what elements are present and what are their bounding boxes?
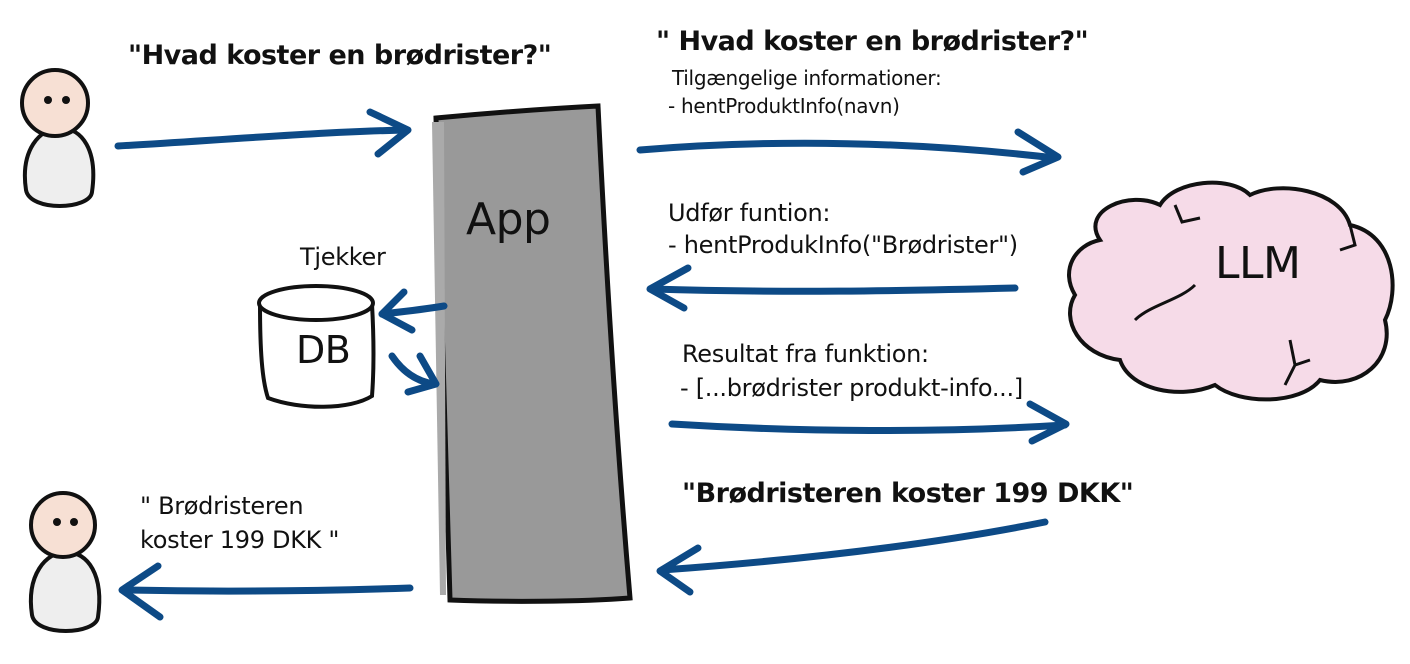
function-call-text: - hentProdukInfo("Brødrister") [668,231,1018,259]
app-pillar [432,103,633,604]
arrow-app-to-db [378,288,448,334]
app-label: App [466,194,551,245]
db-label: DB [296,328,351,372]
db-cylinder-icon [257,284,376,409]
db-check-label: Tjekker [300,243,386,271]
arrow-user-to-app [114,108,412,158]
function-result-title: Resultat fra funktion: [682,340,929,368]
llm-label: LLM [1215,238,1301,289]
user-bottom-icon [28,491,102,633]
user-top-icon [20,68,96,208]
arrow-db-to-app [388,352,440,396]
user-question-label: "Hvad koster en brødrister?" [128,40,552,71]
answer-to-user-line1: " Brødristeren [140,492,304,520]
llm-answer-label: "Brødristeren koster 199 DKK" [682,478,1134,509]
arrow-app-to-llm-result [668,400,1070,445]
llm-request-info-item: - hentProduktInfo(navn) [668,94,900,118]
llm-cloud-icon [1067,180,1395,402]
arrow-app-to-llm [636,128,1062,176]
arrow-llm-to-app [646,264,1019,312]
answer-to-user-line2: koster 199 DKK " [140,526,340,554]
function-result-text: - [...brødrister produkt-info...] [680,374,1023,402]
function-call-title: Udfør funtion: [668,199,831,227]
llm-request-info-title: Tilgængelige informationer: [672,66,942,90]
llm-request-question-label: " Hvad koster en brødrister?" [656,26,1089,57]
arrow-llm-answer-to-app [656,518,1049,596]
arrow-app-to-user [118,562,414,621]
